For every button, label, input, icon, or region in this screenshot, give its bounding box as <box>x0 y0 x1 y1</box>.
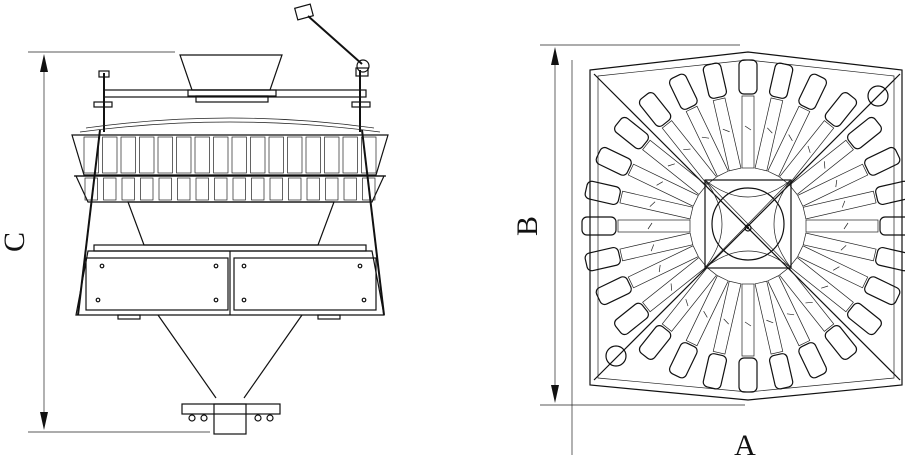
side-lower-bucket <box>103 177 117 201</box>
side-bucket <box>342 136 358 174</box>
radial-bucket <box>802 180 905 220</box>
radial-bucket <box>614 116 707 196</box>
radial-bucket <box>638 92 718 185</box>
side-bucket <box>176 136 192 174</box>
side-lower-bucket <box>343 177 357 201</box>
side-bucket <box>139 136 155 174</box>
radial-bucket <box>767 275 828 379</box>
side-bucket <box>268 136 284 174</box>
radial-bucket <box>805 216 905 236</box>
side-bucket <box>194 136 210 174</box>
dimension-b: B <box>511 44 745 406</box>
top-view: B A <box>511 44 905 462</box>
radial-bucket <box>738 59 758 169</box>
side-bucket-group <box>83 136 377 201</box>
side-lower-bucket <box>251 177 265 201</box>
radial-bucket <box>767 73 828 177</box>
side-bucket <box>287 136 303 174</box>
radial-bucket <box>584 232 694 272</box>
radial-bucket <box>668 73 729 177</box>
base-housing <box>75 250 385 320</box>
dimension-c: C <box>0 51 210 433</box>
dimension-b-label: B <box>511 216 544 236</box>
side-lower-bucket <box>306 177 320 201</box>
radial-bucket <box>778 92 858 185</box>
side-lower-bucket <box>158 177 172 201</box>
side-lower-bucket <box>362 177 376 201</box>
side-bucket <box>120 136 136 174</box>
side-lower-bucket <box>325 177 339 201</box>
side-view: C <box>0 3 389 435</box>
radial-bucket <box>614 256 707 336</box>
central-body <box>93 201 367 252</box>
infeed-hopper <box>179 54 283 103</box>
dimension-a-label: A <box>734 429 756 462</box>
monitor-arm <box>293 3 370 77</box>
side-lower-bucket <box>195 177 209 201</box>
side-lower-bucket <box>121 177 135 201</box>
side-lower-bucket <box>269 177 283 201</box>
discharge-chute <box>157 314 303 435</box>
dimension-a: A <box>571 60 756 462</box>
radial-bucket <box>584 180 694 220</box>
radial-bucket-group <box>581 59 905 393</box>
side-bucket <box>83 136 99 174</box>
radial-bucket <box>702 62 742 172</box>
central-hub <box>704 179 792 269</box>
side-bucket <box>231 136 247 174</box>
side-lower-bucket <box>232 177 246 201</box>
side-lower-bucket <box>140 177 154 201</box>
radial-bucket <box>778 267 858 360</box>
radial-bucket <box>638 267 718 360</box>
radial-bucket <box>702 280 742 390</box>
side-bucket <box>324 136 340 174</box>
top-support-bar <box>93 70 371 132</box>
radial-bucket <box>754 280 794 390</box>
side-bucket <box>157 136 173 174</box>
radial-bucket <box>738 283 758 393</box>
radial-bucket <box>595 146 699 207</box>
side-bucket <box>361 136 377 174</box>
bucket-ring <box>71 117 389 203</box>
side-lower-bucket <box>214 177 228 201</box>
radial-bucket <box>797 146 901 207</box>
side-lower-bucket <box>177 177 191 201</box>
dimension-c-label: C <box>0 232 31 252</box>
radial-bucket <box>581 216 691 236</box>
side-bucket <box>305 136 321 174</box>
side-bucket <box>213 136 229 174</box>
radial-bucket <box>668 275 729 379</box>
frame-legs <box>77 129 385 316</box>
radial-bucket <box>797 245 901 306</box>
radial-bucket <box>802 232 905 272</box>
radial-bucket <box>754 62 794 172</box>
radial-bucket <box>789 116 882 196</box>
side-bucket <box>102 136 118 174</box>
radial-bucket <box>595 245 699 306</box>
side-bucket <box>250 136 266 174</box>
radial-bucket <box>789 256 882 336</box>
side-lower-bucket <box>288 177 302 201</box>
